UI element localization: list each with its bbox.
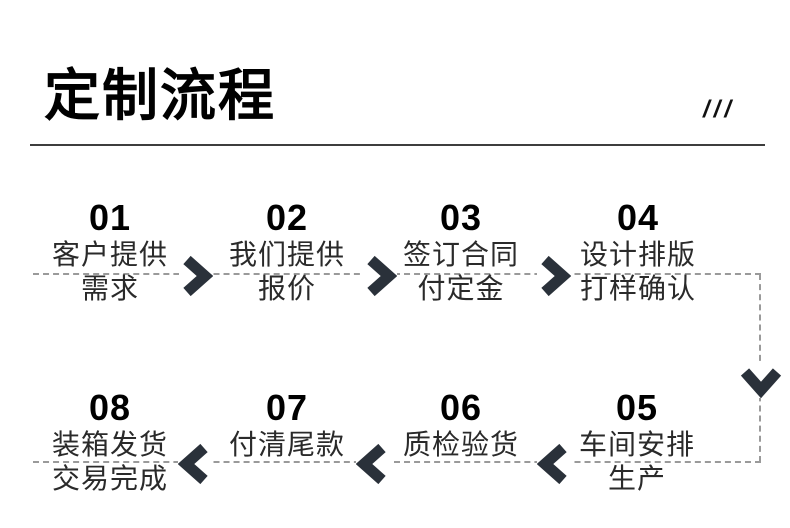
step-04: 04 设计排版 打样确认 [550,198,726,306]
dashed-line-row2 [33,461,761,463]
step-caption-line2: 生产 [607,463,666,494]
step-number: 05 [615,387,659,428]
arrow-left-icon [178,442,212,486]
step-number: 04 [616,197,660,238]
arrow-right-icon [179,254,213,298]
step-caption-line1: 车间安排 [578,429,695,460]
step-caption-line1: 付清尾款 [228,429,345,460]
step-number: 08 [88,387,132,428]
step-caption-line2: 打样确认 [579,273,696,304]
decorative-slashes-icon: /// [703,96,736,123]
step-number: 07 [265,387,309,428]
step-02: 02 我们提供 报价 [199,198,375,306]
step-07: 07 付清尾款 [199,388,375,462]
step-06: 06 质检验货 [373,388,549,462]
step-08: 08 装箱发货 交易完成 [22,388,198,496]
step-caption-line2: 交易完成 [51,463,168,494]
step-number: 02 [265,197,309,238]
step-caption-line2: 报价 [257,273,316,304]
step-caption-line2: 付定金 [417,273,505,304]
page-title: 定制流程 [44,64,276,127]
step-number: 01 [88,197,132,238]
header-divider [30,144,765,146]
step-number: 06 [439,387,483,428]
step-03: 03 签订合同 付定金 [373,198,549,306]
step-caption-line1: 我们提供 [228,239,345,270]
step-caption-line1: 设计排版 [579,239,696,270]
step-caption-line1: 客户提供 [51,239,168,270]
step-01: 01 客户提供 需求 [22,198,198,306]
arrow-down-icon [739,364,783,398]
step-05: 05 车间安排 生产 [549,388,725,496]
dashed-line-row1 [33,273,761,275]
arrow-right-icon [363,254,397,298]
arrow-left-icon [537,442,571,486]
step-number: 03 [439,197,483,238]
arrow-right-icon [537,254,571,298]
arrow-left-icon [356,442,390,486]
step-caption-line1: 签订合同 [402,239,519,270]
step-caption-line2: 需求 [80,273,139,304]
step-caption-line1: 装箱发货 [51,429,168,460]
step-caption-line1: 质检验货 [402,429,519,460]
